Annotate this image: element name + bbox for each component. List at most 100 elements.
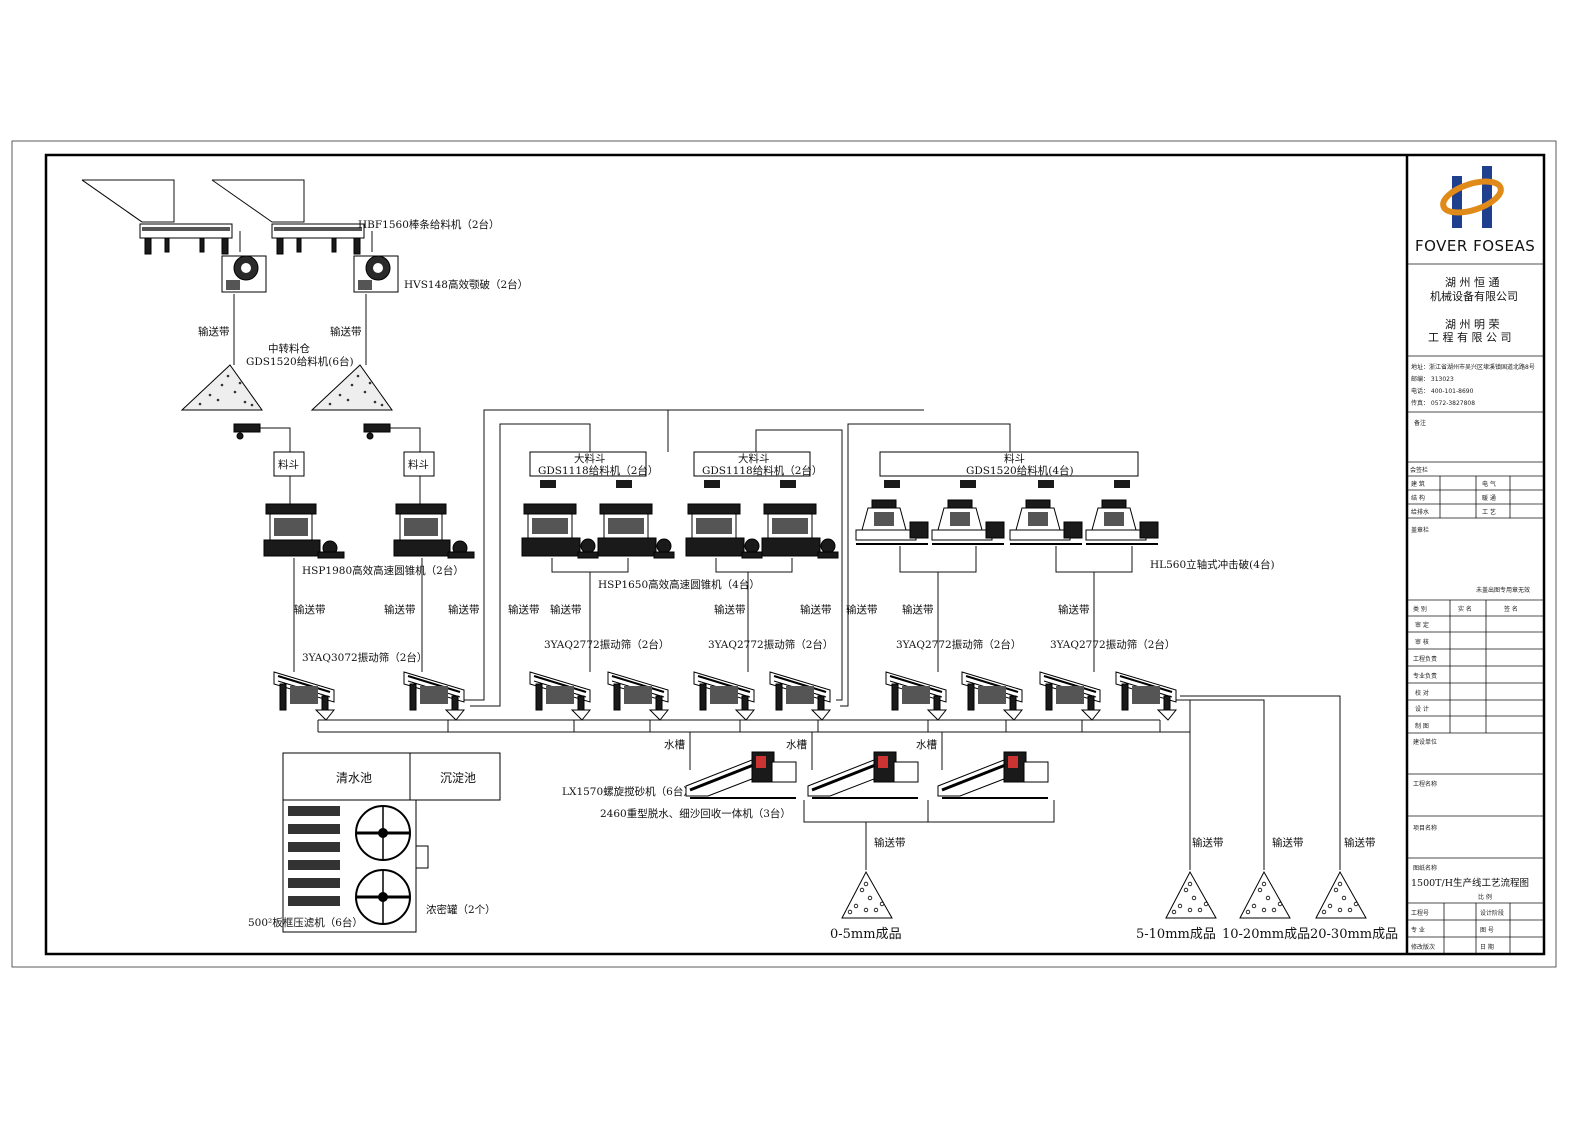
- sand-washer: [685, 751, 797, 799]
- cone-1980-label: HSP1980高效高速圆锥机（2台）: [302, 564, 464, 577]
- outer-border: [11, 140, 1557, 968]
- big-hopper-1: [529, 451, 647, 477]
- seal-note: 未盖出图专用章无效: [1476, 586, 1530, 594]
- cs-cell: 建 筑: [1411, 480, 1425, 488]
- vibrating-screens: [273, 671, 1177, 721]
- clear-pool-label: 清水池: [336, 771, 372, 785]
- remark-label: 备注: [1414, 419, 1426, 427]
- postcode: 邮编： 313023: [1411, 375, 1454, 383]
- bar-feeder-1: [139, 223, 233, 255]
- screen-2772-label: 3YAQ2772振动筛（2台）: [708, 638, 833, 651]
- drawing-name-label: 图纸名称: [1413, 864, 1437, 872]
- role-head: 实 名: [1458, 605, 1472, 613]
- bottom-cell: 日 期: [1480, 943, 1494, 951]
- water-tank-label: 水槽: [786, 739, 807, 751]
- water-tank-label: 水槽: [664, 739, 685, 751]
- dewater-label: 2460重型脱水、细沙回收一体机（3台）: [600, 807, 791, 820]
- bottom-cell: 修改版次: [1411, 943, 1435, 951]
- company1-line1: 湖 州 恒 通: [1445, 276, 1500, 289]
- product-pile: [1165, 871, 1217, 919]
- small-feeders: [540, 480, 1130, 488]
- cone-crusher-1650: [685, 503, 763, 559]
- conveyor-label: 输送带: [874, 836, 906, 849]
- bar-feeder-label: HBF1560棒条给料机（2台）: [358, 218, 500, 231]
- vibrating-screen: [961, 671, 1023, 721]
- conveyor-label: 输送带: [384, 603, 416, 616]
- company1-line2: 机械设备有限公司: [1430, 289, 1518, 303]
- company-logo: [1440, 166, 1504, 228]
- cs-cell: 给排水: [1411, 508, 1429, 516]
- thickener-tank-1: [355, 805, 411, 861]
- settle-pool-label: 沉淀池: [440, 771, 476, 785]
- big-hopper-2: [693, 451, 811, 477]
- product-pile: [841, 870, 893, 919]
- role-head: 签 名: [1504, 605, 1518, 613]
- water-tank-label: 水槽: [916, 739, 937, 751]
- cone-crusher-1650: [521, 503, 599, 559]
- bottom-cell: 图 号: [1480, 927, 1494, 934]
- conveyor-label: 输送带: [846, 603, 878, 616]
- feed-hopper-2: [211, 179, 305, 223]
- conveyor-label: 输送带: [714, 603, 746, 616]
- conveyor-label: 输送带: [448, 603, 480, 616]
- thickener-tank-2: [355, 869, 411, 925]
- washing-section: LX1570螺旋搅砂机（6台） 2460重型脱水、细沙回收一体机（3台） 输送带…: [248, 750, 1055, 933]
- countersign-label: 会签栏: [1410, 466, 1428, 474]
- conveyor-label: 输送带: [1344, 836, 1376, 849]
- company2-line2: 工 程 有 限 公 司: [1428, 330, 1511, 344]
- feed-hopper-1: [81, 179, 175, 223]
- bottom-cell: 工程号: [1411, 909, 1429, 917]
- fax: 传真： 0572-3827808: [1411, 399, 1475, 407]
- cone-crusher-1650: [761, 503, 839, 559]
- role-name: 制 图: [1415, 722, 1429, 730]
- role-table: 类 别 实 名 签 名 审 定 审 核 工程负责 专业负责 校 对 设 计 制 …: [1407, 600, 1544, 734]
- pile-feeder-1: [233, 423, 261, 440]
- jaw-crusher-2: [353, 255, 399, 293]
- bar-feeder-2: [271, 223, 365, 255]
- role-name: 审 定: [1415, 621, 1429, 629]
- screen-2772-label: 3YAQ2772振动筛（2台）: [896, 638, 1021, 651]
- hopper-label: 料斗: [408, 458, 429, 471]
- thickener-label: 浓密罐（2个）: [426, 903, 496, 916]
- project-name-label: 工程名称: [1413, 780, 1437, 788]
- role-name: 校 对: [1415, 689, 1429, 697]
- vsi-label: HL560立轴式冲击破(4台): [1150, 558, 1275, 571]
- hopper-box-2: [403, 451, 435, 477]
- scale-label: 比 例: [1478, 893, 1492, 901]
- cone-crusher-1980-2: [393, 503, 475, 559]
- cs-cell: 工 艺: [1482, 508, 1496, 516]
- feeder-count-label: GDS1520给料机(6台): [246, 355, 354, 368]
- vibrating-screen: [693, 671, 755, 721]
- stockpile-2: [310, 364, 393, 411]
- pump-box: [415, 845, 429, 869]
- cone-1650-label: HSP1650高效高速圆锥机（4台）: [598, 578, 760, 591]
- role-name: 工程负责: [1413, 655, 1437, 663]
- build-unit-label: 建设单位: [1413, 738, 1437, 746]
- product-label: 10-20mm成品: [1222, 927, 1310, 942]
- feeder-1118-label: GDS1118给料机（2台）: [702, 464, 822, 477]
- role-name: 设 计: [1415, 705, 1429, 713]
- products: 输送带 输送带 输送带 0-5mm成品 5-10mm成品 10-20mm成品 2…: [830, 836, 1398, 942]
- role-name: 审 核: [1415, 638, 1429, 646]
- vibrating-screen: [885, 671, 947, 721]
- vibrating-screen: [403, 671, 465, 721]
- vsi-crusher: [931, 499, 1005, 545]
- conveyor-label: 输送带: [800, 603, 832, 616]
- cone-crusher-1650: [597, 503, 675, 559]
- conveyor-label: 输送带: [294, 603, 326, 616]
- feeder-1118-label: GDS1118给料机（2台）: [538, 464, 658, 477]
- conveyor-label: 输送带: [1192, 836, 1224, 849]
- cs-cell: 暖 通: [1482, 494, 1496, 502]
- product-label: 20-30mm成品: [1310, 927, 1398, 942]
- bottom-cell: 专 业: [1411, 926, 1425, 934]
- hopper-box-1: [273, 451, 305, 477]
- feeder-1520-label: GDS1520给料机(4台): [966, 464, 1074, 477]
- conveyor-label: 输送带: [550, 603, 582, 616]
- hopper-label: 料斗: [1004, 452, 1025, 465]
- address: 地址：浙江省湖州市吴兴区埭溪镇国道北路8号: [1411, 363, 1535, 371]
- drawing-frame: [44, 153, 1546, 956]
- product-label: 0-5mm成品: [830, 927, 902, 942]
- conveyor-label: 输送带: [902, 603, 934, 616]
- jaw-crusher-1: [221, 255, 267, 293]
- vibrating-screen: [1115, 671, 1177, 721]
